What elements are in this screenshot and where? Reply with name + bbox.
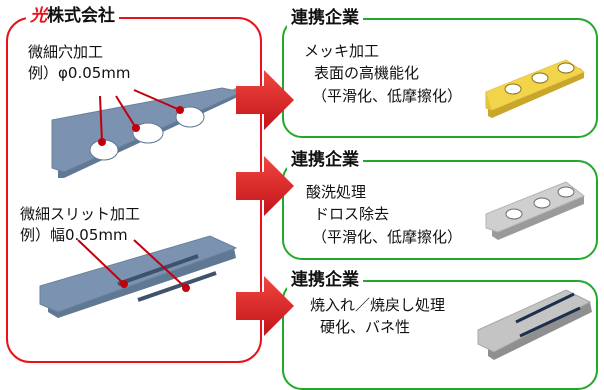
company-title-mark: 光 — [30, 6, 47, 26]
partner-title-3: 連携企業 — [287, 270, 363, 290]
slit-1 — [117, 254, 199, 286]
illustrations — [39, 59, 592, 360]
arrow-1 — [236, 70, 294, 130]
hole-plate — [51, 87, 244, 178]
hardened-part — [477, 289, 592, 360]
company-title: 光株式会社 — [26, 6, 119, 26]
partner-title-2: 連携企業 — [287, 150, 363, 170]
partner-3-line-1: 焼入れ／焼戻し処理 — [310, 296, 446, 314]
partner-1-line-2: 表面の高機能化 — [314, 64, 420, 82]
partner-1-line-3: （平滑化、低摩擦化） — [312, 87, 463, 105]
arrow-3 — [236, 276, 294, 336]
hole-leaders — [98, 89, 184, 146]
pickled-part — [485, 181, 585, 240]
hole-2 — [132, 122, 164, 144]
partner-title-1: 連携企業 — [287, 8, 363, 28]
arrow-2 — [236, 156, 294, 216]
plated-part — [485, 59, 586, 118]
company-title-text: 株式会社 — [47, 6, 115, 26]
hole-label-1: 微細穴加工 — [28, 43, 104, 61]
partner-panel-1 — [282, 18, 598, 138]
partner-panel-2 — [282, 160, 598, 260]
slit-leaders — [77, 239, 190, 292]
partner-1-line-1: メッキ加工 — [304, 42, 380, 60]
slit-label-2: 例）幅0.05mm — [20, 226, 128, 244]
slit-2 — [137, 271, 217, 302]
hole-label-2: 例）φ0.05mm — [28, 64, 131, 82]
partner-2-line-2: ドロス除去 — [314, 205, 390, 223]
partner-2-line-1: 酸洗処理 — [306, 183, 367, 201]
partner-2-line-3: （平滑化、低摩擦化） — [312, 228, 463, 246]
slit-plate — [39, 235, 238, 318]
partner-3-line-2: 硬化、バネ性 — [320, 318, 411, 336]
slit-label-1: 微細スリット加工 — [20, 205, 141, 223]
